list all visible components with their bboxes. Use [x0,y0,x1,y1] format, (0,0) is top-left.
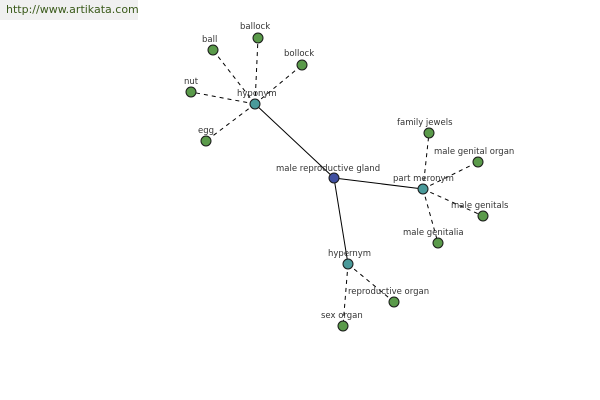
edge-hypernym-to-reproductive-organ [347,263,395,303]
node-dot-male-genitals[interactable] [477,210,489,222]
node-dot-hyponym[interactable] [249,98,261,110]
node-dot-part-meronym[interactable] [417,183,429,195]
node-label-hyponym: hyponym [237,89,277,99]
nodes-layer: male reproductive gland hyponym part meron… [184,22,514,332]
node-label-ballock: ballock [240,22,270,32]
node-dot-egg[interactable] [200,135,212,147]
edge-root-to-hypernym [333,177,349,265]
edge-hyponym-to-ball [212,49,256,105]
node-bollock[interactable]: bollock [284,49,314,71]
node-part-meronym[interactable]: part meronym [393,174,454,195]
node-label-ball: ball [202,35,217,45]
node-dot-ball[interactable] [207,44,219,56]
node-label-hypernym: hypernym [328,249,371,259]
node-dot-male-genitalia[interactable] [432,237,444,249]
node-ball[interactable]: ball [202,35,219,56]
node-label-family-jewels: family jewels [397,118,453,128]
node-dot-reproductive-organ[interactable] [388,296,400,308]
node-root[interactable]: male reproductive gland [276,164,380,184]
node-dot-bollock[interactable] [296,59,308,71]
node-label-sex-organ: sex organ [321,311,363,321]
edge-hyponym-to-nut [190,91,256,105]
node-egg[interactable]: egg [198,126,214,147]
node-hypernym[interactable]: hypernym [328,249,371,270]
node-label-nut: nut [184,77,199,87]
node-dot-sex-organ[interactable] [337,320,349,332]
node-label-root: male reproductive gland [276,164,380,174]
node-nut[interactable]: nut [184,77,199,98]
edge-hypernym-to-sex-organ [342,263,349,327]
node-dot-male-genital-organ[interactable] [472,156,484,168]
edges-layer [190,37,484,327]
edge-hyponym-to-ballock [254,37,259,105]
node-sex-organ[interactable]: sex organ [321,311,363,332]
edge-part-meronym-to-male-genitalia [422,188,439,244]
node-dot-nut[interactable] [185,86,197,98]
node-reproductive-organ[interactable]: reproductive organ [348,287,429,308]
node-ballock[interactable]: ballock [240,22,270,44]
edge-hyponym-to-egg [205,103,256,142]
edge-part-meronym-to-family-jewels [422,132,430,190]
node-hyponym[interactable]: hyponym [237,89,277,110]
node-label-male-genitals: male genitals [451,201,509,211]
edge-root-to-hyponym [254,103,335,179]
node-label-male-genital-organ: male genital organ [434,147,514,157]
node-family-jewels[interactable]: family jewels [397,118,453,139]
edge-part-meronym-to-male-genital-organ [422,161,479,190]
node-label-bollock: bollock [284,49,314,59]
node-label-reproductive-organ: reproductive organ [348,287,429,297]
node-male-genitalia[interactable]: male genitalia [403,228,464,249]
node-label-egg: egg [198,126,214,136]
edge-root-to-part-meronym [333,177,424,190]
node-dot-family-jewels[interactable] [423,127,435,139]
node-dot-hypernym[interactable] [342,258,354,270]
node-male-genitals[interactable]: male genitals [451,201,509,222]
watermark-url: http://www.artikata.com [0,0,139,20]
edge-part-meronym-to-male-genitals [422,188,484,217]
node-male-genital-organ[interactable]: male genital organ [434,147,514,168]
node-label-part-meronym: part meronym [393,174,454,184]
node-label-male-genitalia: male genitalia [403,228,464,238]
node-dot-ballock[interactable] [252,32,264,44]
edge-hyponym-to-bollock [254,64,303,105]
node-dot-root[interactable] [328,172,340,184]
